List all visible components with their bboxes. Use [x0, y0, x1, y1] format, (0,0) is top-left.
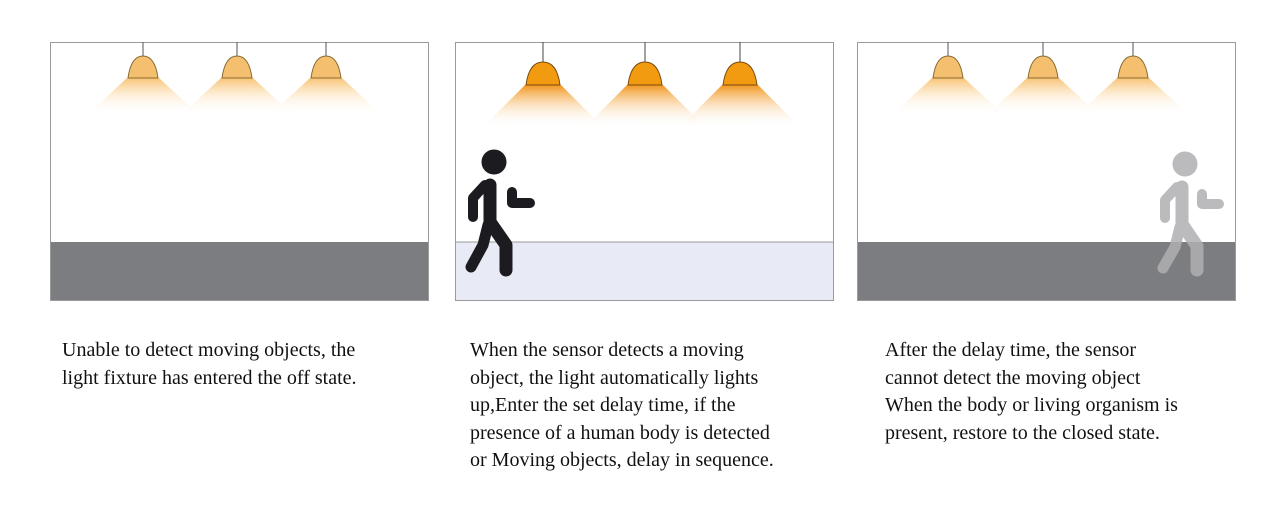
caption-on-state: When the sensor detects a moving object,…	[470, 339, 774, 471]
lamps	[893, 42, 1188, 114]
lamp-icon	[88, 42, 198, 114]
faded-walking-person-icon	[1157, 151, 1224, 277]
lamp-icon	[893, 42, 1003, 114]
lamps	[483, 42, 800, 127]
lamp-icon	[585, 42, 705, 127]
panel-on-state	[455, 42, 834, 301]
panel-off-state	[50, 42, 429, 301]
lamp-icon	[680, 42, 800, 127]
panel-delay-off-state	[857, 42, 1236, 301]
lamps	[88, 42, 381, 114]
lamp-icon	[483, 42, 603, 127]
caption-delay-off-state: After the delay time, the sensor cannot …	[885, 339, 1178, 444]
floor	[456, 242, 833, 300]
lamp-icon	[988, 42, 1098, 114]
lamp-icon	[1078, 42, 1188, 114]
floor	[51, 242, 428, 300]
lamp-icon	[271, 42, 381, 114]
caption-off-state: Unable to detect moving objects, the lig…	[62, 339, 357, 389]
lamp-icon	[182, 42, 292, 114]
walking-person-icon	[465, 149, 535, 277]
